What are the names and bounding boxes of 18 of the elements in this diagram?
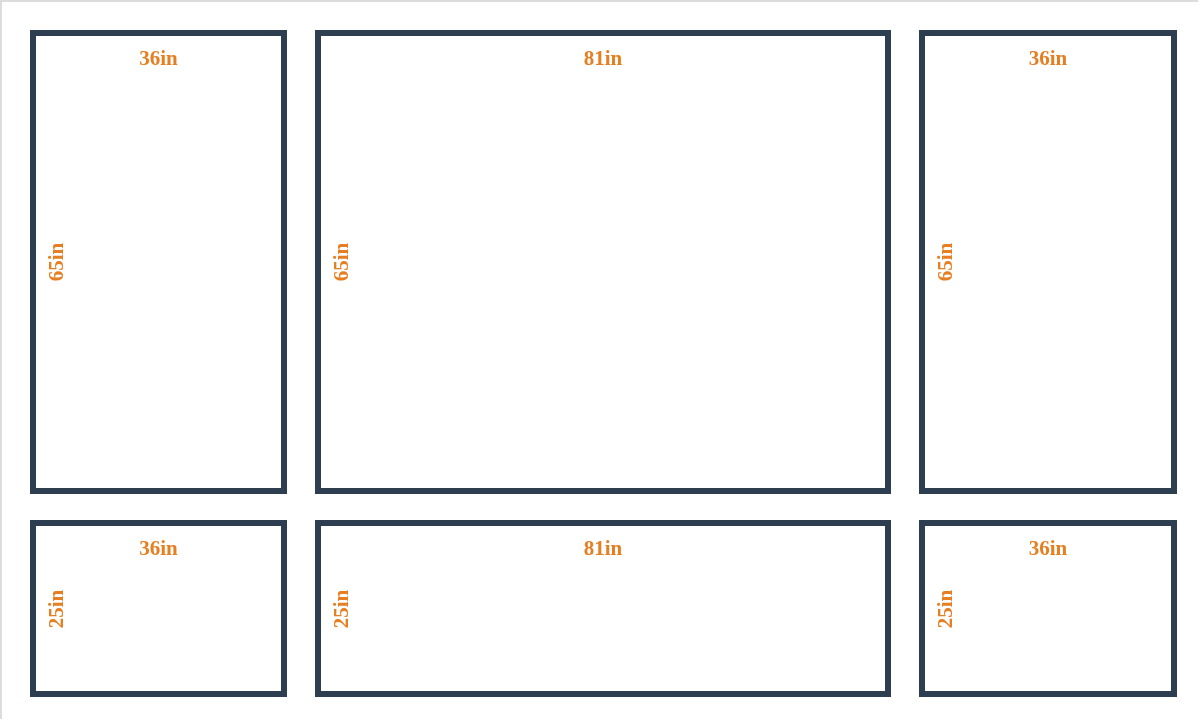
height-dimension: 65in	[935, 242, 956, 282]
panel-outline	[315, 30, 891, 494]
panel-outline	[919, 520, 1177, 697]
height-dimension: 25in	[331, 589, 352, 628]
panel-outline	[919, 30, 1177, 494]
height-dimension: 25in	[46, 589, 67, 628]
panel-outline	[30, 520, 287, 697]
height-dimension: 65in	[331, 242, 352, 282]
width-dimension: 36in	[1028, 538, 1068, 559]
panel-outline	[30, 30, 287, 494]
panel-outline	[315, 520, 891, 697]
height-dimension: 65in	[46, 242, 67, 282]
width-dimension: 81in	[583, 48, 623, 69]
width-dimension: 81in	[583, 538, 623, 559]
width-dimension: 36in	[1028, 48, 1068, 69]
width-dimension: 36in	[139, 538, 178, 559]
width-dimension: 36in	[139, 48, 178, 69]
height-dimension: 25in	[935, 589, 956, 628]
